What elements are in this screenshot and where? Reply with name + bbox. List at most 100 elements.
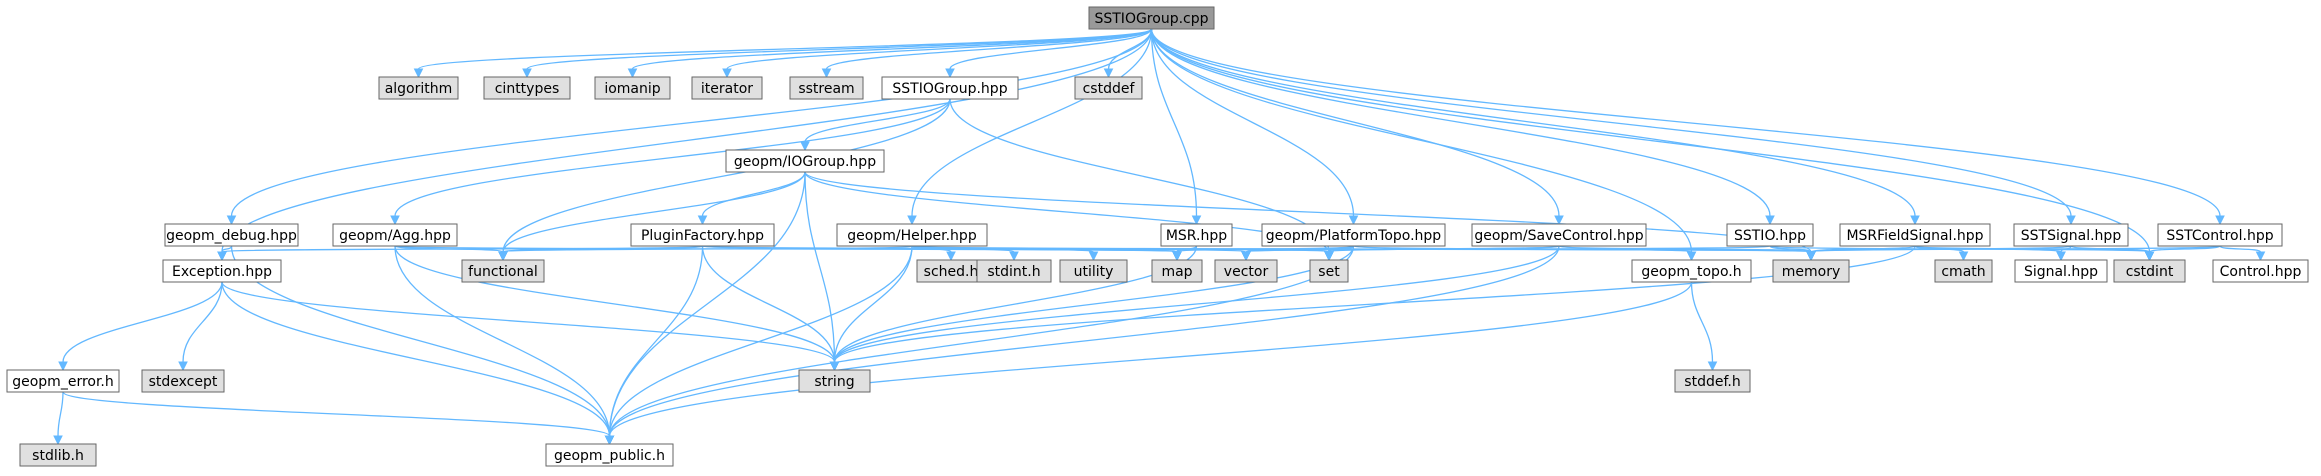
- edge-line: [701, 245, 836, 363]
- node-box: [1471, 223, 1647, 247]
- node-box: [1261, 223, 1446, 247]
- node-msr[interactable]: MSR.hpp: [1160, 223, 1233, 247]
- edge-arrowhead: [1088, 251, 1099, 262]
- edge-root-to-iterator: [722, 28, 1153, 79]
- node-stdint[interactable]: stdint.h: [976, 259, 1052, 283]
- edge-arrowhead: [1765, 215, 1775, 226]
- edge-arrowhead: [946, 251, 956, 262]
- edge-geopm_error-to-stdlib: [53, 391, 64, 446]
- node-label: cstdint: [2126, 264, 2174, 280]
- node-signal[interactable]: Signal.hpp: [2014, 259, 2108, 283]
- node-label: memory: [1782, 264, 1841, 280]
- node-cstdint[interactable]: cstdint: [2113, 259, 2186, 283]
- node-algorithm[interactable]: algorithm: [378, 76, 459, 100]
- edge-root-to-iomanip: [627, 28, 1153, 79]
- node-root[interactable]: SSTIOGroup.cpp: [1088, 6, 1215, 30]
- edge-line: [1150, 28, 1916, 217]
- edge-sstcontrol-to-cstdint: [2144, 245, 2221, 262]
- node-helper[interactable]: geopm/Helper.hpp: [836, 223, 988, 247]
- edge-arrowhead: [2066, 215, 2076, 226]
- node-sched[interactable]: sched.h: [916, 259, 986, 283]
- edge-root-to-sstream: [821, 28, 1153, 79]
- node-pluginfactory[interactable]: PluginFactory.hpp: [630, 223, 775, 247]
- node-box: [164, 223, 299, 247]
- node-cstddef[interactable]: cstddef: [1074, 76, 1143, 100]
- node-geopm-topo[interactable]: geopm_topo.h: [1631, 259, 1752, 283]
- edge-sstio-to-vector: [1241, 245, 1771, 262]
- node-label: cstddef: [1083, 81, 1136, 97]
- node-label: geopm_topo.h: [1641, 264, 1741, 280]
- node-cinttypes[interactable]: cinttypes: [483, 76, 571, 100]
- node-label: Control.hpp: [2220, 264, 2302, 280]
- node-control[interactable]: Control.hpp: [2212, 259, 2309, 283]
- node-map[interactable]: map: [1151, 259, 1203, 283]
- node-memory[interactable]: memory: [1772, 259, 1850, 283]
- node-string[interactable]: string: [798, 369, 871, 393]
- node-msrfieldsignal[interactable]: MSRFieldSignal.hpp: [1839, 223, 1991, 247]
- edge-line: [221, 281, 836, 363]
- node-iogroup[interactable]: geopm/IOGroup.hpp: [725, 149, 885, 173]
- node-box: [1772, 259, 1850, 283]
- node-stdlib[interactable]: stdlib.h: [19, 443, 97, 467]
- edge-iogroup-to-string: [804, 171, 840, 372]
- node-box: [2157, 223, 2283, 247]
- node-sstio[interactable]: SSTIO.hpp: [1726, 223, 1814, 247]
- node-utility[interactable]: utility: [1059, 259, 1128, 283]
- node-geopm-debug[interactable]: geopm_debug.hpp: [164, 223, 299, 247]
- node-set[interactable]: set: [1309, 259, 1349, 283]
- node-box: [545, 443, 674, 467]
- node-savecontrol[interactable]: geopm/SaveControl.hpp: [1471, 223, 1647, 247]
- node-box: [461, 259, 545, 283]
- edge-arrowhead: [1324, 251, 1334, 262]
- node-iterator[interactable]: iterator: [691, 76, 763, 100]
- node-functional[interactable]: functional: [461, 259, 545, 283]
- edge-line: [526, 28, 1153, 70]
- edge-geopm_topo-to-stddef: [1690, 281, 1718, 372]
- graph-nodes: SSTIOGroup.cpp algorithm cinttypes iomanip i…: [6, 6, 2309, 467]
- node-iomanip[interactable]: iomanip: [594, 76, 671, 100]
- node-agg[interactable]: geopm/Agg.hpp: [332, 223, 458, 247]
- node-label: SSTIOGroup.cpp: [1094, 11, 1208, 27]
- node-exception[interactable]: Exception.hpp: [162, 259, 282, 283]
- node-cmath[interactable]: cmath: [1934, 259, 1993, 283]
- edge-line: [833, 245, 913, 363]
- node-geopm-error[interactable]: geopm_error.h: [6, 369, 120, 393]
- node-box: [1934, 259, 1993, 283]
- node-vector[interactable]: vector: [1214, 259, 1278, 283]
- node-box: [1674, 369, 1751, 393]
- node-label: stddef.h: [1684, 374, 1740, 390]
- edge-iogroup-to-pluginfactory: [697, 171, 806, 226]
- edge-root-to-sstiogroup_hpp: [945, 28, 1153, 79]
- node-label: MSRFieldSignal.hpp: [1846, 228, 1983, 244]
- edge-sstcontrol-to-control: [2219, 245, 2266, 262]
- edge-line: [1810, 245, 2221, 253]
- edge-line: [62, 281, 223, 363]
- edge-arrowhead: [413, 68, 424, 79]
- edge-arrowhead: [1554, 215, 1564, 226]
- edge-iogroup-to-functional: [498, 171, 806, 262]
- node-sstream[interactable]: sstream: [789, 76, 864, 100]
- edge-arrowhead: [1191, 215, 1202, 226]
- edge-arrowhead: [2056, 251, 2066, 262]
- node-platformtopo[interactable]: geopm/PlatformTopo.hpp: [1261, 223, 1446, 247]
- edge-exception-to-geopm_public: [221, 281, 615, 446]
- node-stdexcept[interactable]: stdexcept: [141, 369, 225, 393]
- node-sstiogroup-hpp[interactable]: SSTIOGroup.hpp: [881, 76, 1019, 100]
- node-box: [19, 443, 97, 467]
- edge-arrowhead: [2144, 251, 2155, 262]
- node-geopm-public[interactable]: geopm_public.h: [545, 443, 674, 467]
- edge-exception-to-stdexcept: [178, 281, 223, 372]
- edge-line: [1150, 28, 1771, 217]
- edge-line: [825, 28, 1153, 70]
- edge-root-to-cinttypes: [522, 28, 1153, 79]
- edge-arrowhead: [1686, 251, 1697, 262]
- node-stddef[interactable]: stddef.h: [1674, 369, 1751, 393]
- node-label: cmath: [1941, 264, 1985, 280]
- node-box: [378, 76, 459, 100]
- node-box: [2014, 259, 2108, 283]
- node-sstcontrol[interactable]: SSTControl.hpp: [2157, 223, 2283, 247]
- node-box: [1074, 76, 1143, 100]
- node-box: [2113, 259, 2186, 283]
- node-sstsignal[interactable]: SSTSignal.hpp: [2013, 223, 2129, 247]
- node-label: geopm_public.h: [554, 448, 665, 464]
